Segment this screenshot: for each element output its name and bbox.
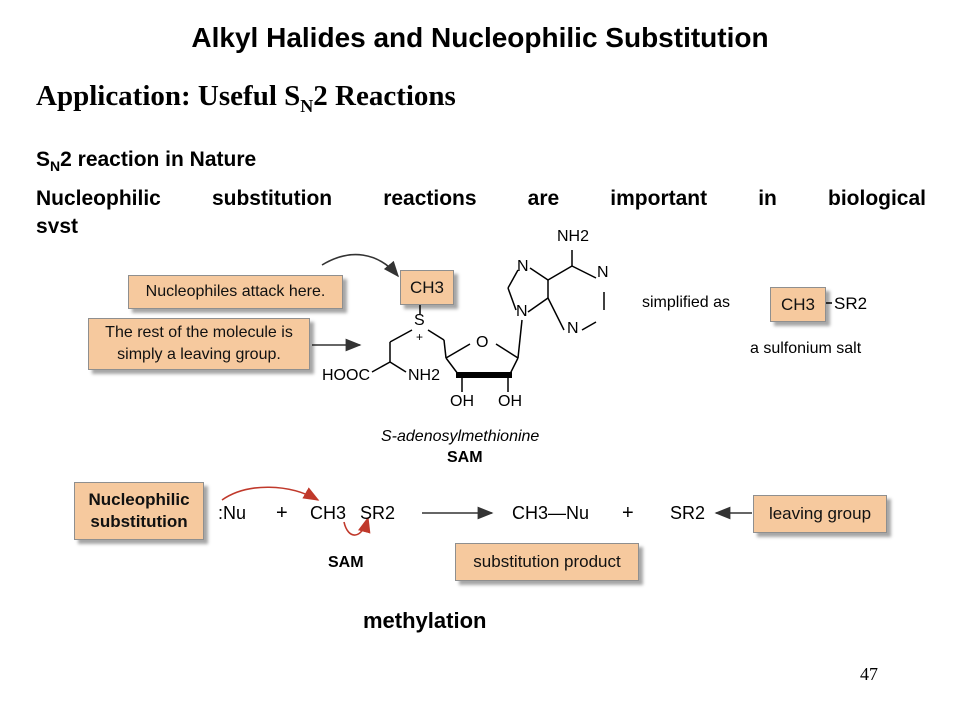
- reaction-type-box: Nucleophilic substitution: [74, 482, 204, 540]
- sam-abbreviation: SAM: [447, 449, 483, 466]
- page-number: 47: [860, 664, 878, 684]
- oh-left-label: OH: [450, 393, 474, 410]
- attack-arrow: [321, 253, 400, 278]
- plus-sign-2: +: [622, 502, 634, 524]
- substitution-product-box: substitution product: [455, 543, 639, 581]
- subtitle-subscript: N: [300, 95, 314, 116]
- s-atom: S: [414, 312, 425, 329]
- s-plus: +: [416, 330, 424, 344]
- heading-subscript: N: [50, 158, 61, 175]
- simplified-as-label: simplified as: [642, 294, 731, 311]
- product-sr2: SR2: [670, 503, 706, 523]
- n-atom-2: N: [597, 264, 609, 281]
- subtitle-end: 2 Reactions: [313, 80, 456, 112]
- slide-subtitle: Application: Useful SN2 Reactions: [36, 80, 456, 117]
- substitution-product-text: substitution product: [473, 552, 621, 571]
- heading-s: S: [36, 148, 51, 171]
- heading-end: 2 reaction in Nature: [60, 148, 257, 171]
- leaving-group-callout-line1: The rest of the molecule is: [105, 324, 293, 341]
- sulfonium-salt-label: a sulfonium salt: [750, 340, 862, 357]
- leaving-group-callout-line2: simply a leaving group.: [117, 346, 281, 363]
- sulfonium-sr2: SR2: [834, 294, 868, 313]
- reactant-ch3: CH3: [310, 503, 347, 523]
- ring-oxygen: O: [476, 334, 489, 351]
- plus-sign-1: +: [276, 502, 288, 524]
- reactant-sr2: SR2: [360, 503, 396, 523]
- sulfonium-ch3-text: CH3: [780, 295, 815, 314]
- nu-attack-arrow: [221, 486, 320, 501]
- n-atom-3: N: [516, 303, 528, 320]
- subtitle-main: Application: Useful S: [36, 80, 301, 112]
- bond-break-arrow: [343, 516, 371, 536]
- nh2-adenine-label: NH2: [557, 228, 590, 245]
- leaving-group-box: leaving group: [753, 495, 887, 533]
- ch3-highlight: CH3: [400, 270, 454, 305]
- methylation-label: methylation: [363, 608, 487, 633]
- nh2-amine-label: NH2: [408, 367, 441, 384]
- leaving-group-callout: The rest of the molecule is simply a lea…: [88, 318, 310, 370]
- nucleophile: :Nu: [218, 503, 247, 523]
- reaction-type-line1: Nucleophilic: [88, 490, 190, 509]
- leaving-group-box-text: leaving group: [768, 504, 872, 523]
- paragraph-line-1: Nucleophilic substitution reactions are …: [36, 187, 926, 210]
- n-atom-4: N: [567, 320, 579, 337]
- hooc-label: HOOC: [322, 367, 370, 384]
- n-atom-1: N: [517, 258, 529, 275]
- sulfonium-ch3-box: CH3: [770, 287, 826, 322]
- nucleophiles-callout-text: Nucleophiles attack here.: [145, 283, 326, 300]
- nucleophiles-callout: Nucleophiles attack here.: [128, 275, 343, 309]
- oh-right-label: OH: [498, 393, 522, 410]
- reaction-type-line2: substitution: [90, 512, 188, 531]
- slide-title: Alkyl Halides and Nucleophilic Substitut…: [191, 22, 769, 53]
- section-heading: SN2 reaction in Nature: [36, 148, 256, 174]
- sam-reactant-label: SAM: [328, 554, 364, 571]
- paragraph-line-2: syst: [36, 215, 79, 238]
- sam-full-name: S-adenosylmethionine: [381, 428, 540, 445]
- product-ch3-nu: CH3—Nu: [512, 503, 590, 523]
- ch3-highlight-text: CH3: [409, 278, 444, 297]
